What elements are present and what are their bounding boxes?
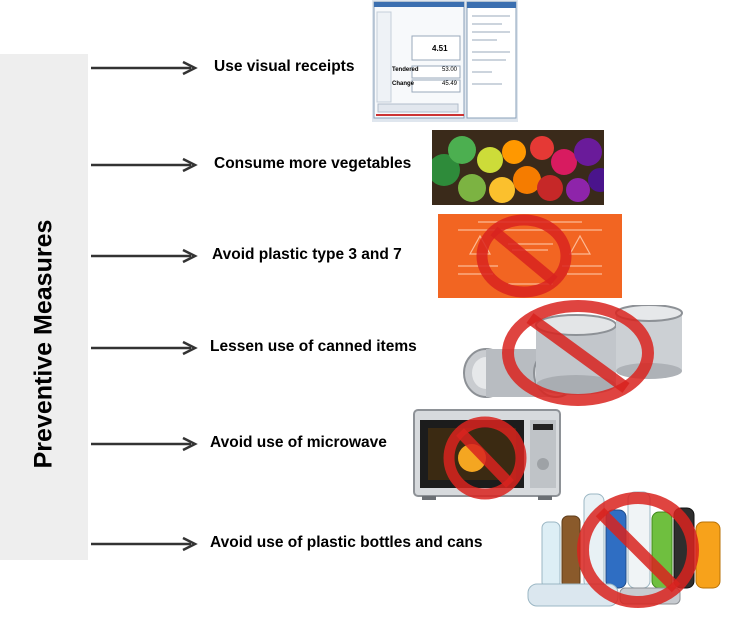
measure-label: Avoid use of plastic bottles and cans: [210, 534, 483, 551]
prohibition-icon: [443, 416, 527, 500]
measure-row-microwave: Avoid use of microwave: [0, 434, 732, 452]
receipt-change-label: Change: [392, 81, 415, 87]
arrow-right-icon: [91, 536, 198, 552]
arrow-right-icon: [91, 436, 198, 452]
measure-row-bottles: Avoid use of plastic bottles and cans: [0, 534, 732, 552]
receipt-change-value: 45.49: [442, 81, 458, 87]
measure-label: Use visual receipts: [214, 58, 355, 75]
receipt-screen-image: 4.51 Tendered 53.00 Change 45.49: [372, 0, 518, 122]
receipt-amount: 4.51: [432, 44, 448, 53]
arrow-right-icon: [91, 157, 198, 173]
measure-label: Lessen use of canned items: [210, 338, 417, 355]
measure-label: Consume more vegetables: [214, 155, 412, 172]
measure-label: Avoid plastic type 3 and 7: [212, 246, 402, 263]
measure-row-receipts: Use visual receipts: [0, 58, 732, 76]
receipt-tendered-label: Tendered: [392, 67, 419, 73]
prohibition-icon: [476, 214, 572, 298]
arrow-right-icon: [91, 340, 198, 356]
measure-label: Avoid use of microwave: [210, 434, 387, 451]
measure-row-plastics: Avoid plastic type 3 and 7: [0, 246, 732, 264]
measure-row-canned: Lessen use of canned items: [0, 338, 732, 356]
prohibition-icon: [502, 300, 654, 406]
arrow-right-icon: [91, 248, 198, 264]
measure-row-vegetables: Consume more vegetables: [0, 155, 732, 173]
receipt-tendered-value: 53.00: [442, 67, 458, 73]
prohibition-icon: [577, 492, 699, 608]
arrow-right-icon: [91, 60, 198, 76]
vegetables-image: [428, 130, 612, 205]
sidebar-panel: Preventive Measures: [0, 54, 88, 560]
